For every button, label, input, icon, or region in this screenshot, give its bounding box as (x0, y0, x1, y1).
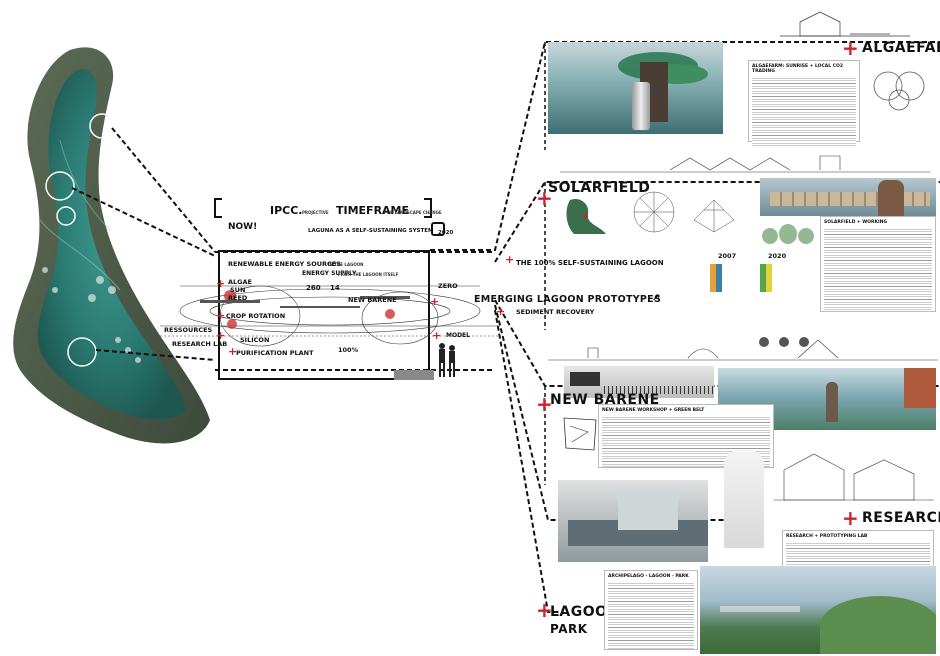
sun-label: SUN (230, 286, 246, 294)
algaefarm-plan-icon (873, 71, 925, 111)
emerging-label: EMERGING LAGOON PROTOTYPES (474, 294, 662, 305)
solarfield-cross: + (536, 186, 553, 210)
barene-map-icon (563, 417, 597, 451)
hundred-percent-label: 100% (338, 346, 359, 354)
laguna-label: LAGUNA AS A SELF-SUSTAINING SYSTEM (308, 228, 434, 234)
arrow-ne-icon: ↗ (652, 293, 661, 304)
timeline-sketch (160, 285, 500, 347)
barene-stilt-house (564, 366, 714, 398)
solar-plants-icon (762, 224, 814, 244)
barene-cross: + (536, 392, 553, 416)
ressources-label: RESSOURCES (164, 326, 213, 334)
cross-marker: + (216, 309, 226, 322)
ipcc-label: IPCC. (270, 204, 303, 217)
year-2020-solar-label: 2020 (768, 252, 787, 260)
bracket-left (214, 198, 222, 218)
park-cross: + (536, 598, 553, 622)
new-barene-diagram-label: NEW BARENE (348, 296, 397, 304)
site-marker-solarfield[interactable] (45, 171, 75, 201)
barene-section-drawing (548, 337, 938, 361)
cross-marker: + (496, 305, 506, 318)
site-marker-barene[interactable] (56, 206, 76, 226)
projective-label: PROJECTIVE (302, 210, 329, 215)
algaefarm-title[interactable]: ALGAEFARM (862, 40, 940, 56)
solar-panel-geometry (633, 191, 735, 233)
lagoon-park-photo (700, 566, 936, 654)
now-label: NOW! (228, 222, 258, 232)
purification-label: PURIFICATION PLANT (236, 349, 314, 357)
algaefarm-cross: + (842, 36, 859, 60)
cross-marker: + (432, 329, 442, 342)
energy-supply-sub-label: FROM THE LAGOON ITSELF (338, 272, 399, 277)
renewable-label: RENEWABLE ENERGY SOURCES (228, 260, 341, 268)
solarfield-photo (760, 178, 936, 216)
people-silhouettes (394, 343, 455, 380)
crop-rotation-label: CROP ROTATION (226, 312, 286, 320)
research-lab-label: RESEARCH LAB (172, 340, 228, 348)
site-marker-algaefarm[interactable] (89, 113, 115, 139)
year-2007-label: 2007 (718, 252, 737, 260)
silicon-label: SILICON (240, 336, 270, 344)
lagoon-water (37, 69, 186, 420)
bracket-right (424, 198, 432, 218)
cross-marker: + (430, 295, 440, 308)
cross-marker: + (505, 253, 515, 266)
for-landscape-label: FOR LANDSCAPE CHANGE (384, 210, 442, 215)
lagoon-aerial-map (13, 47, 210, 444)
solarfield-section-drawing (560, 155, 930, 173)
park-title-line2[interactable]: PARK (550, 622, 588, 636)
site-marker-research[interactable] (67, 337, 97, 367)
cycle-icon (431, 222, 445, 236)
research-cross: + (842, 506, 859, 530)
park-title-line1[interactable]: LAGOON (550, 604, 620, 620)
self-sustaining-label: THE 100% SELF-SUSTAINING LAGOON (516, 259, 664, 267)
renewable-sub-label: IN THE LAGOON (328, 262, 364, 267)
timeframe-box (218, 250, 430, 380)
cross-marker: + (228, 345, 238, 358)
zero-label: ZERO (438, 282, 458, 290)
reed-label: REED (228, 294, 248, 302)
algae-label: ALGAE (228, 278, 252, 286)
value-14-label: 14 (330, 284, 340, 292)
research-title[interactable]: RESEARCH (862, 510, 940, 526)
algaefarm-section-drawing (780, 11, 910, 37)
energy-supply-label: ENERGY SUPPLY (302, 270, 357, 277)
park-text: ARCHIPELAGO - LAGOON - PARK (604, 570, 698, 650)
timeframe-label: TIMEFRAME (336, 204, 410, 217)
co2-cylinder (632, 82, 650, 130)
sediment-label: SEDIMENT RECOVERY (516, 308, 595, 316)
solarfield-map (566, 198, 606, 234)
value-260-label: 260 (306, 284, 321, 292)
year-2020-label: 2020 (438, 230, 454, 236)
barene-building-sketch (774, 453, 934, 501)
model-label: MODEL (446, 332, 470, 339)
energy-mix-charts (710, 264, 772, 292)
research-lab-photo (558, 480, 708, 562)
solarfield-text: SOLARFIELD + WORKING (820, 216, 936, 312)
cross-marker: + (216, 277, 226, 290)
researcher-figure (724, 450, 764, 548)
algaefarm-text: ALGAEFARM: SUNRISE + LOCAL CO2 TRADING (748, 60, 860, 146)
solarfield-title[interactable]: SOLARFIELD (548, 180, 651, 196)
cross-marker: + (216, 329, 226, 342)
